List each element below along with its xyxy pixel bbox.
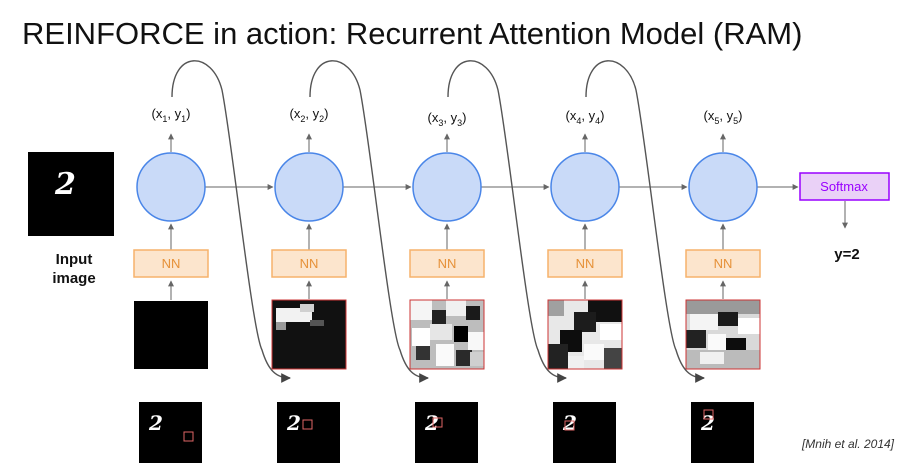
nn-box-1 <box>133 249 209 278</box>
small-input-2: 2 <box>277 402 340 463</box>
location-label-1: (x1, y1) <box>152 106 191 124</box>
softmax-label: Softmax <box>820 179 868 194</box>
vertical-arrows <box>168 133 726 300</box>
small-input-4: 2 <box>553 402 616 463</box>
page-title: REINFORCE in action: Recurrent Attention… <box>22 16 803 51</box>
glimpse-patch-5 <box>685 299 761 370</box>
rnn-cells <box>136 152 758 222</box>
nn-box-2 <box>271 249 347 278</box>
svg-text:2: 2 <box>424 411 439 435</box>
svg-text:2: 2 <box>562 411 577 435</box>
small-input-5: 2 <box>691 402 754 463</box>
location-labels: (x1, y1) (x2, y2) (x3, y3) (x4, y4) (x5,… <box>152 106 743 128</box>
nn-label-4: NN <box>576 256 595 271</box>
rnn-cell-2 <box>274 152 344 222</box>
recurrent-arrows <box>205 184 848 229</box>
nn-label-2: NN <box>300 256 319 271</box>
nn-boxes: NN NN NN NN NN <box>133 249 761 278</box>
location-label-5: (x5, y5) <box>704 108 743 126</box>
citation: [Mnih et al. 2014] <box>801 437 894 451</box>
softmax-node: Softmax <box>799 172 890 201</box>
glimpse-box <box>183 431 194 442</box>
nn-box-4 <box>547 249 623 278</box>
rnn-cell-1 <box>136 152 206 222</box>
glimpse-box <box>302 419 313 430</box>
svg-text:2: 2 <box>286 411 301 435</box>
glimpse-patch-4 <box>547 299 623 370</box>
rnn-cell-5 <box>688 152 758 222</box>
svg-text:2: 2 <box>148 411 163 435</box>
glimpse-box <box>703 409 714 420</box>
input-image: 2 <box>28 152 114 236</box>
location-label-3: (x3, y3) <box>428 110 467 128</box>
input-image-label: Input image <box>52 251 96 287</box>
small-input-3: 2 <box>415 402 478 463</box>
glimpse-patch-1 <box>134 301 208 369</box>
glimpse-box <box>432 417 443 428</box>
nn-label-3: NN <box>438 256 457 271</box>
output-label: y=2 <box>834 246 860 263</box>
input-digit: 2 <box>54 167 76 202</box>
location-label-2: (x2, y2) <box>290 106 329 124</box>
glimpse-patch-3 <box>409 299 485 370</box>
nn-label-1: NN <box>162 256 181 271</box>
small-input-1: 2 <box>139 402 202 463</box>
location-label-4: (x4, y4) <box>566 108 605 126</box>
location-feedback-curves <box>171 60 705 383</box>
glimpse-patch-2 <box>271 299 347 370</box>
rnn-cell-4 <box>550 152 620 222</box>
glimpse-box <box>564 420 575 431</box>
nn-box-3 <box>409 249 485 278</box>
rnn-cell-3 <box>412 152 482 222</box>
nn-box-5 <box>685 249 761 278</box>
nn-label-5: NN <box>714 256 733 271</box>
